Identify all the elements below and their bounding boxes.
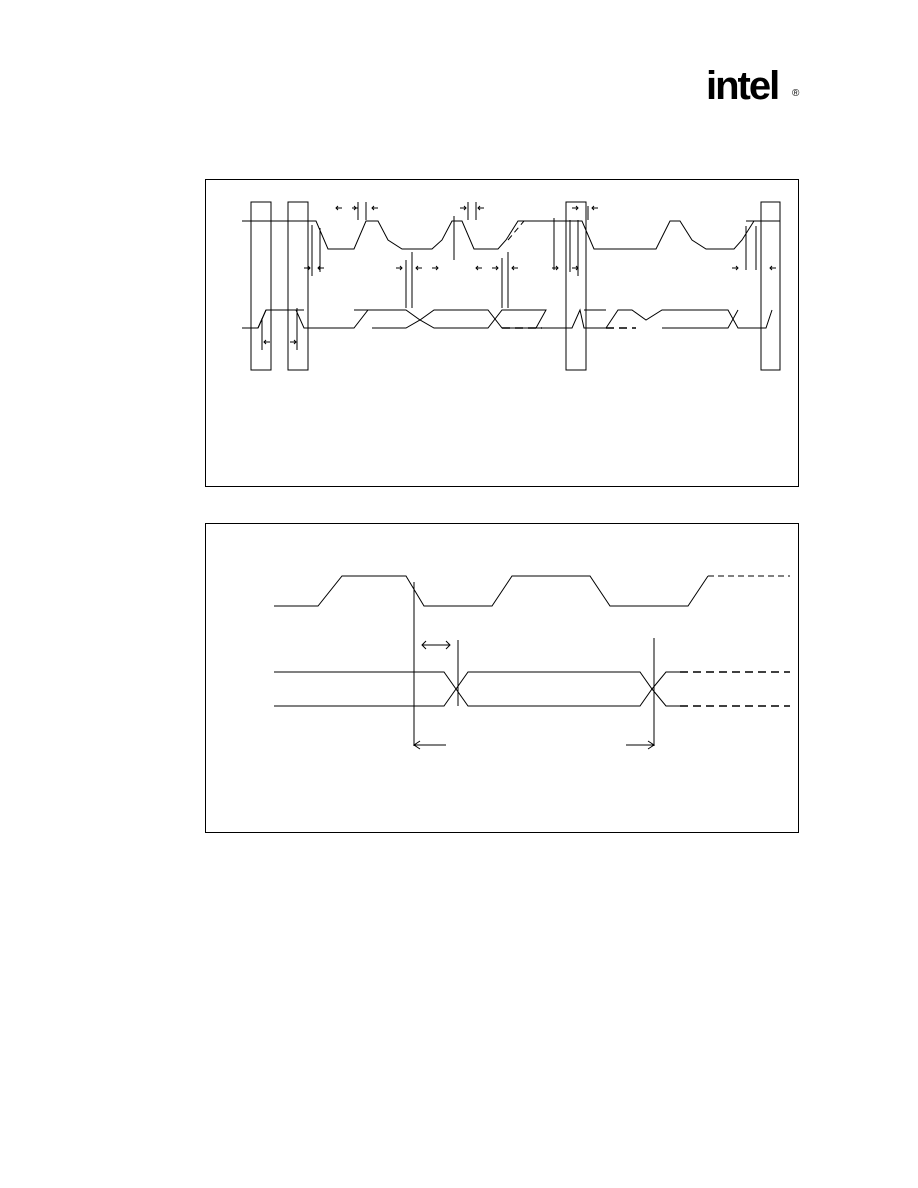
data-bus-top-line [274, 671, 680, 690]
registered-mark: ® [792, 88, 800, 99]
hold-arrow-right [626, 740, 655, 750]
setup-double-arrow [421, 640, 451, 650]
hold-arrow-left [413, 740, 446, 750]
clock-waveform-bottom [274, 575, 709, 607]
window-box-4 [760, 201, 781, 371]
timing-diagram-bottom-svg [274, 575, 790, 750]
timing-arrows [263, 205, 776, 345]
data-bus-bottom-line [274, 688, 680, 707]
clock-waveform [242, 220, 772, 250]
window-box-3 [565, 201, 587, 371]
window-box-2 [287, 201, 309, 371]
timing-diagram-bottom [205, 523, 799, 833]
timing-diagram-top [205, 179, 799, 487]
data-waveform-high [257, 309, 739, 329]
clock-dashed-segment [507, 220, 558, 241]
data-waveform-low [242, 308, 773, 329]
window-box-1 [250, 201, 272, 371]
timing-markers [261, 202, 757, 350]
intel-logo: intel ® [706, 58, 806, 114]
logo-wordmark: intel [706, 64, 780, 108]
timing-diagram-top-svg [242, 201, 781, 371]
